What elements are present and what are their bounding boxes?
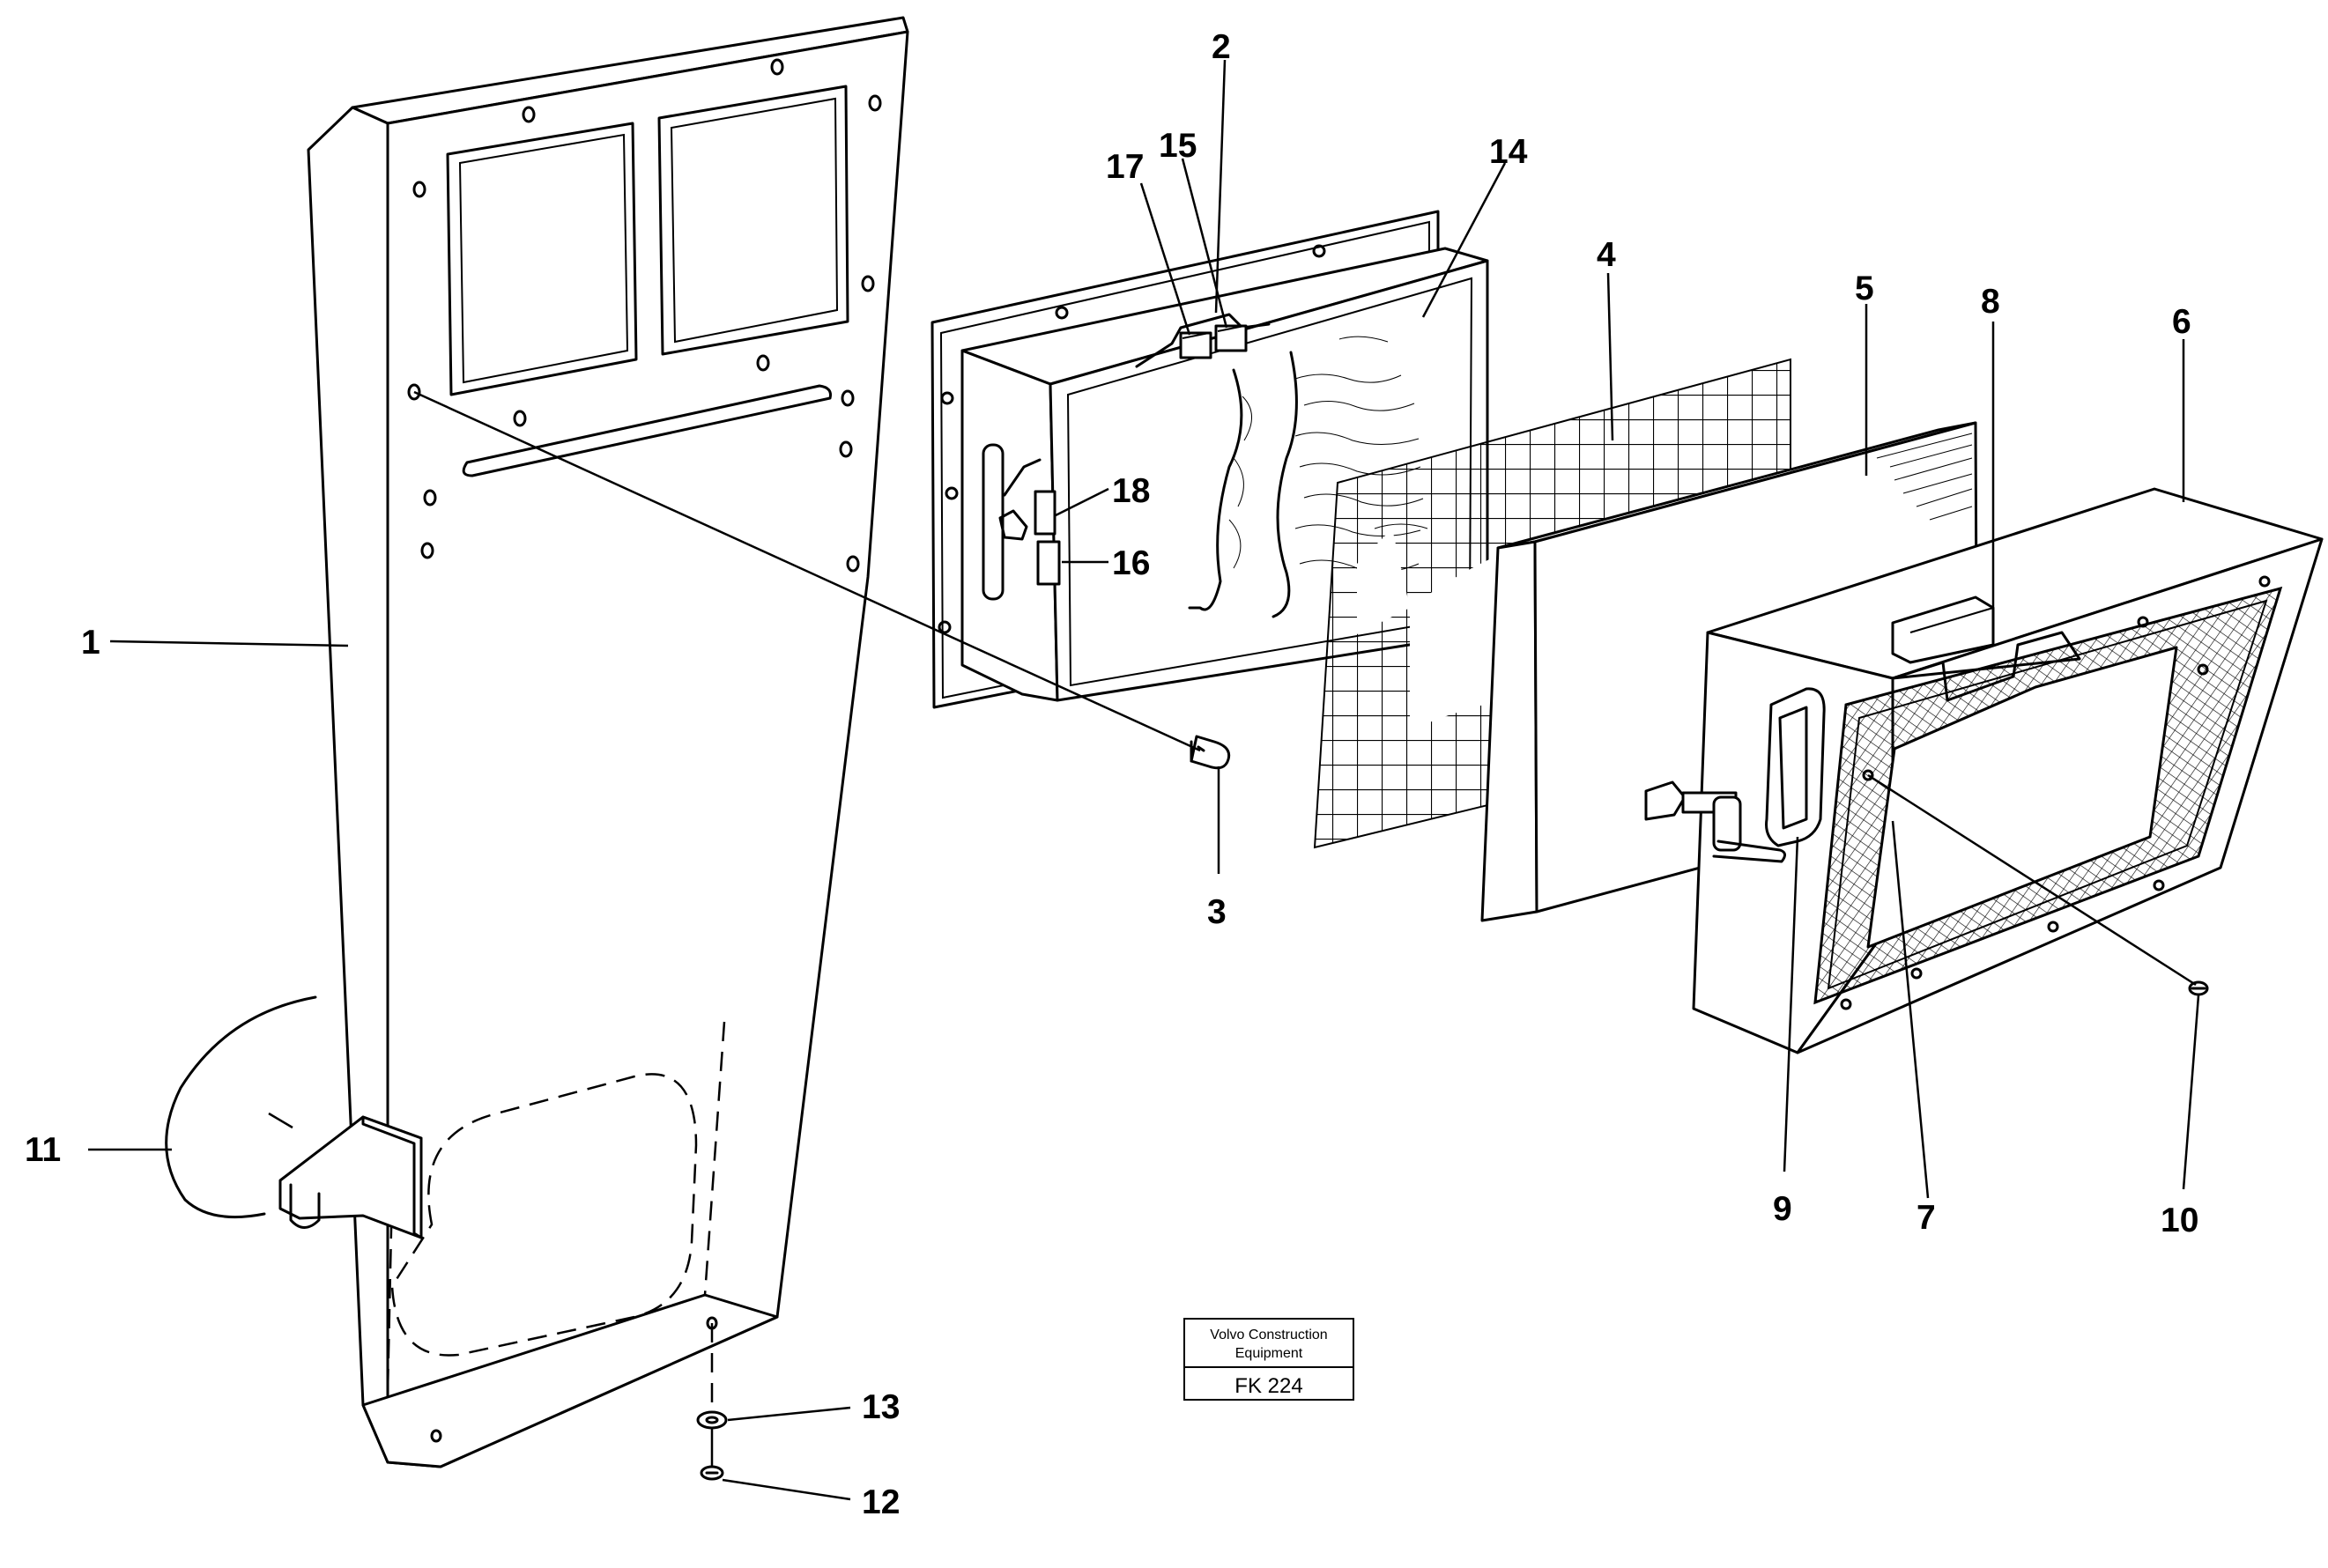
latch-15 bbox=[1214, 324, 1248, 352]
filter-frame-holes bbox=[938, 244, 1326, 634]
latch-18 bbox=[1034, 490, 1056, 536]
label-16: 16 bbox=[1112, 544, 1150, 582]
housing-latch bbox=[1644, 780, 1786, 863]
part-number-labels: 1 2 3 4 5 6 7 8 9 10 11 12 13 14 15 16 1… bbox=[25, 28, 2198, 1521]
screw-part-10 bbox=[2188, 980, 2209, 996]
filter-frame-left-face bbox=[960, 349, 1059, 702]
screw-part-3 bbox=[1190, 735, 1231, 770]
label-1: 1 bbox=[81, 624, 100, 662]
door-mounting-holes bbox=[407, 58, 882, 1443]
latch-16 bbox=[1036, 540, 1061, 586]
label-12: 12 bbox=[862, 1483, 900, 1521]
label-17: 17 bbox=[1106, 148, 1144, 186]
door-window-right bbox=[657, 85, 849, 356]
door-window-left bbox=[446, 122, 638, 396]
clip-part-8 bbox=[1891, 595, 1995, 664]
frame-handle-slot bbox=[982, 443, 1005, 601]
stamp-company-line2: Equipment bbox=[1235, 1346, 1303, 1361]
label-4: 4 bbox=[1597, 236, 1616, 274]
assembly-lines bbox=[413, 390, 2197, 1466]
label-3: 3 bbox=[1207, 893, 1227, 931]
housing-holes bbox=[1840, 575, 2271, 1010]
label-18: 18 bbox=[1112, 472, 1150, 510]
label-7: 7 bbox=[1917, 1199, 1936, 1237]
volvo-stamp: Volvo Construction Equipment FK 224 bbox=[1183, 1318, 1354, 1401]
label-14: 14 bbox=[1489, 133, 1528, 171]
cable-part-11 bbox=[165, 995, 317, 1219]
label-5: 5 bbox=[1855, 270, 1874, 307]
washer-part-13 bbox=[696, 1410, 728, 1430]
screw-part-12 bbox=[700, 1465, 724, 1481]
door-hidden-opening bbox=[390, 1073, 698, 1357]
panel-5-shading bbox=[1876, 433, 1973, 521]
latch-17 bbox=[1179, 331, 1212, 359]
label-6: 6 bbox=[2172, 303, 2191, 341]
label-2: 2 bbox=[1212, 28, 1231, 66]
label-9: 9 bbox=[1773, 1190, 1792, 1228]
label-13: 13 bbox=[862, 1388, 900, 1426]
label-15: 15 bbox=[1159, 127, 1197, 165]
door-panel-side-face bbox=[307, 106, 389, 1464]
label-11: 11 bbox=[25, 1131, 61, 1169]
label-leaders bbox=[88, 59, 2200, 1501]
filter-housing-part-6 bbox=[1644, 487, 2324, 1054]
door-bracket bbox=[268, 1112, 423, 1239]
stamp-drawing-code: FK 224 bbox=[1234, 1374, 1302, 1398]
door-panel bbox=[268, 16, 909, 1468]
door-slot bbox=[462, 384, 832, 477]
label-10: 10 bbox=[2161, 1202, 2198, 1239]
stamp-company-line1: Volvo Construction bbox=[1210, 1328, 1327, 1342]
label-8: 8 bbox=[1981, 283, 2000, 321]
